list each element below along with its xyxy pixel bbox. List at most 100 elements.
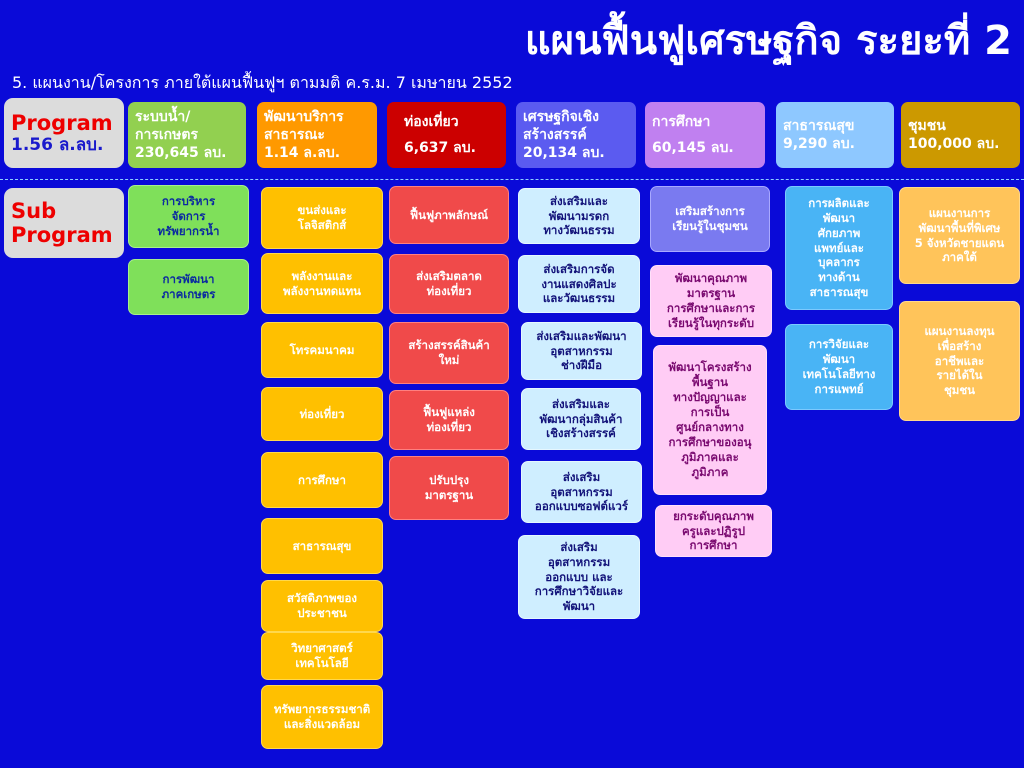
subprogram-label-line: อุตสาหกรรม [550,343,613,358]
subprogram-label-line: ช่างฝีมือ [560,358,603,373]
subprogram-box-water_agriculture: การบริหารจัดการทรัพยากรน้ำ [128,185,249,248]
subprogram-label-line: ภาคเกษตร [161,287,216,301]
subprogram-label-line: ออกแบบซอฟต์แวร์ [534,499,629,514]
subprogram-label-line: 5 จังหวัดชายแดน [914,235,1005,250]
subprogram-label-line: ทางปัญญาและ [673,390,747,405]
subprogram-label-line: เรียนรู้ในทุกระดับ [667,315,755,330]
subprogram-label-line: ฟื้นฟูแหล่ง [423,405,475,420]
subprogram-label-line: ใหม่ [438,353,460,367]
subprogram-label-line: อุตสาหกรรม [550,484,613,499]
subprogram-label-line: การศึกษา [298,472,346,487]
subprogram-box-creative_economy: ส่งเสริมและพัฒนากลุ่มสินค้าเชิงสร้างสรรค… [521,388,641,450]
subprogram-label-line: ศูนย์กลางทาง [676,420,744,434]
subprogram-label: Sub [11,198,57,223]
subprogram-box-water_agriculture: การพัฒนาภาคเกษตร [128,259,249,315]
program-value: 20,134 ลบ. [523,145,605,162]
program-title-line: ระบบน้ำ/ [135,108,191,125]
subprogram-label-line: การศึกษาวิจัยและ [534,584,624,599]
subprogram-label-line: มาตรฐาน [686,286,736,301]
program-value: 100,000 ลบ. [908,136,1000,152]
subprogram-label-line: เทคโนโลยี [295,656,349,670]
subprogram-box-creative_economy: ส่งเสริมอุตสาหกรรมออกแบบซอฟต์แวร์ [521,461,642,523]
subprogram-label-line: ส่งเสริมตลาด [416,269,482,284]
program-value: 6,637 ลบ. [404,140,476,156]
subprogram-label-line: ส่งเสริมและ [552,396,610,411]
subprogram-label-line: ฟื้นฟูภาพลักษณ์ [409,207,489,222]
program-label: Program [11,110,113,135]
subprogram-box-creative_economy: ส่งเสริมและพัฒนามรดกทางวัฒนธรรม [518,188,640,244]
subprogram-label-line: การบริหาร [161,194,216,209]
subprogram-label-line: แพทย์และ [814,240,864,255]
subprogram-label-line: พัฒนาคุณภาพ [674,271,748,286]
subprogram-box-creative_economy: ส่งเสริมอุตสาหกรรมออกแบบ และการศึกษาวิจั… [518,535,640,619]
subprogram-label-line: ทรัพยากรธรรมชาติ [273,702,371,717]
subprogram-label-box: Sub Program [4,188,124,258]
subprogram-label-line: พื้นฐาน [691,375,729,390]
subprogram-label-line: พลังงานและ [291,268,353,283]
subprogram-label-line: โทรคมนาคม [289,342,355,357]
subprogram-label-line: พัฒนาโครงสร้าง [668,360,752,375]
program-value: 230,645 ลบ. [135,145,227,162]
subprogram-label: Program [11,223,113,247]
program-title-line: การศึกษา [652,113,711,130]
subprogram-label-line: เรียนรู้ในชุมชน [672,219,748,233]
section-divider [0,179,1024,180]
subprogram-label-line: การพัฒนา [162,272,215,287]
subprogram-label-line: ออกแบบ และ [545,569,613,584]
subprogram-box-public_health: การผลิตและพัฒนาศักยภาพแพทย์และบุคลากรทาง… [785,186,893,310]
subprogram-box-public_services: การศึกษา [261,452,383,508]
subprogram-label-line: สวัสดิภาพของ [287,591,357,606]
subprogram-box-public_health: การวิจัยและพัฒนาเทคโนโลยีทางการแพทย์ [785,324,893,410]
subprogram-box-education: เสริมสร้างการเรียนรู้ในชุมชน [650,186,770,252]
program-value: 9,290 ลบ. [783,136,855,152]
subprogram-label-line: พัฒนามรดก [548,208,610,223]
subprogram-label-line: ส่งเสริมและ [550,193,608,208]
subprogram-label-line: เสริมสร้างการ [675,204,745,219]
subprogram-label-line: พัฒนา [822,210,856,225]
subprogram-label-line: แผนงานการ [928,205,991,220]
subprogram-label-line: อาชีพและ [934,353,985,368]
subprogram-label-line: ภูมิภาคและ [681,449,739,464]
subprogram-label-line: สาธารณสุข [809,285,869,300]
program-public-services: พัฒนาบริการ สาธารณะ 1.14 ล.ลบ. [257,102,377,168]
subprogram-box-tourism: ฟื้นฟูแหล่งท่องเที่ยว [389,390,509,450]
subprogram-label-line: พัฒนา [822,352,856,367]
subprogram-label-line: ส่งเสริม [562,469,601,484]
subprogram-label-line: และสิ่งแวดล้อม [283,717,361,731]
subprogram-label-line: งานแสดงศิลปะ [541,276,617,291]
subprogram-box-public_services: ขนส่งและโลจิสติกส์ [261,187,383,249]
subprogram-label-line: ทางวัฒนธรรม [543,223,615,238]
program-value: 1.14 ล.ลบ. [264,145,341,162]
subprogram-label-line: ภูมิภาค [691,464,729,479]
program-tourism: ท่องเที่ยว 6,637 ลบ. [387,102,506,168]
subprogram-label-line: ภาคใต้ [942,250,977,265]
subprogram-label-line: พัฒนา [562,599,596,614]
subprogram-box-creative_economy: ส่งเสริมและพัฒนาอุตสาหกรรมช่างฝีมือ [521,322,642,380]
subprogram-label-line: ส่งเสริมและพัฒนา [536,328,627,343]
subprogram-box-public_services: สาธารณสุข [261,518,383,574]
program-value: 60,145 ลบ. [652,140,734,156]
program-total: 1.56 ล.ลบ. [11,134,104,155]
subprogram-label-line: สาธารณสุข [292,538,352,553]
subprogram-label-line: มาตรฐาน [424,488,474,502]
subprogram-label-line: พัฒนาพื้นที่พิเศษ [918,220,1001,235]
subprogram-label-line: ทรัพยากรน้ำ [157,223,220,238]
subprogram-label-line: ประชาชน [297,606,347,620]
subprogram-label-line: เทคโนโลยีทาง [802,367,876,381]
subprogram-label-line: การศึกษาและการ [666,301,756,315]
subprogram-box-tourism: ส่งเสริมตลาดท่องเที่ยว [389,254,509,314]
subprogram-label-line: วิทยาศาสตร์ [291,641,353,656]
page-title: แผนฟื้นฟูเศรษฐกิจ ระยะที่ 2 [524,18,1012,64]
program-title-line: สาธารณสุข [783,117,855,134]
subprogram-label-line: จัดการ [171,209,206,224]
subprogram-label-line: อุตสาหกรรม [547,554,611,569]
subprogram-label-line: เพื่อสร้าง [937,338,982,353]
program-community: ชุมชน 100,000 ลบ. [901,102,1020,168]
subprogram-label-line: พัฒนากลุ่มสินค้า [539,411,623,426]
subprogram-box-community: แผนงานลงทุนเพื่อสร้างอาชีพและรายได้ในชุม… [899,301,1020,421]
subprogram-label-line: รายได้ใน [936,368,983,383]
subprogram-label-line: การศึกษาของอนุ [668,434,752,449]
subprogram-label-line: ทางด้าน [818,270,860,285]
subprogram-label-line: ท่องเที่ยว [426,420,472,434]
